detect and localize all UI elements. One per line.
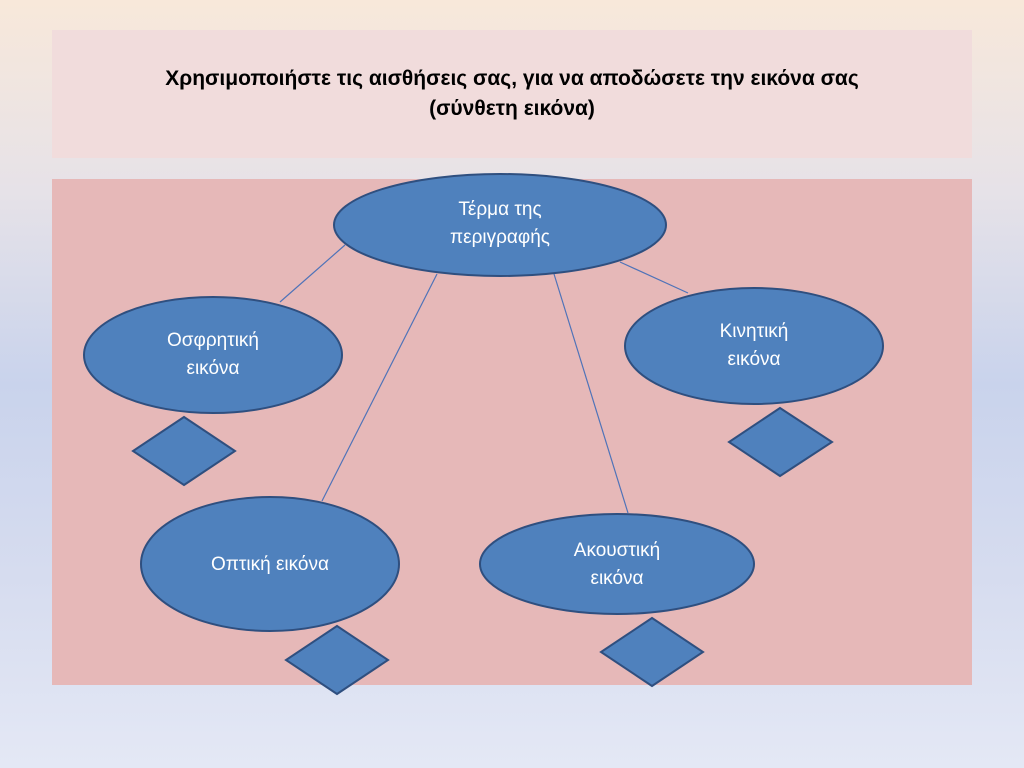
diamond-kinetic[interactable]	[727, 406, 834, 478]
node-kinetic[interactable]	[624, 287, 884, 405]
center-node[interactable]	[333, 173, 667, 277]
node-smell[interactable]	[83, 296, 343, 414]
connector-kinetic	[619, 261, 689, 294]
diamond-smell[interactable]	[131, 415, 237, 487]
connector-smell	[279, 244, 346, 303]
slide-title: Χρησιμοποιήστε τις αισθήσεις σας, για να…	[165, 67, 859, 120]
node-visual[interactable]	[140, 496, 400, 632]
connector-visual	[321, 273, 438, 502]
connector-auditory	[553, 273, 629, 514]
diamond-auditory[interactable]	[599, 616, 705, 688]
diamond-visual[interactable]	[284, 624, 390, 696]
node-auditory[interactable]	[479, 513, 755, 615]
title-box: Χρησιμοποιήστε τις αισθήσεις σας, για να…	[52, 30, 972, 158]
